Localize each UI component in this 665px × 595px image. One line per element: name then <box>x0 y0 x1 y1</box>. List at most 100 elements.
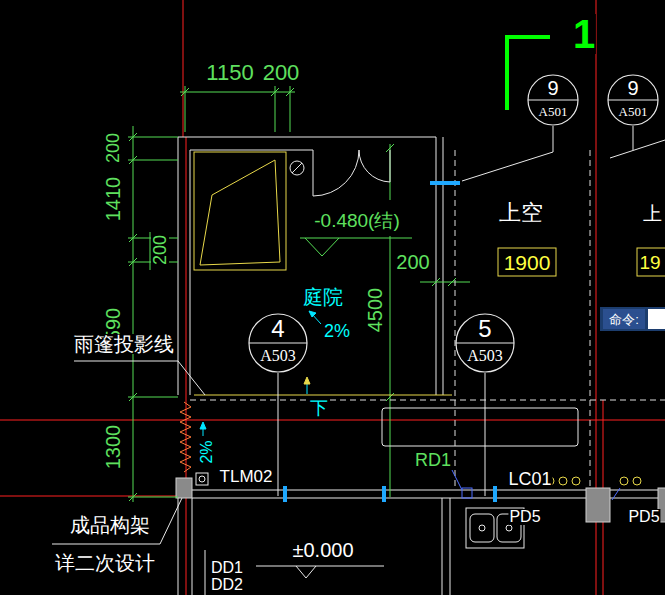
detail-callout: 9A501 <box>527 74 579 126</box>
elevation-box <box>637 248 665 276</box>
wall-pier <box>176 478 665 522</box>
wall-line <box>450 498 451 595</box>
wall-line <box>192 498 586 499</box>
fixture <box>196 473 208 485</box>
room-name: 庭院 <box>302 287 344 307</box>
pipe-symbol <box>572 477 580 485</box>
fixture <box>470 514 494 542</box>
axis-line <box>0 496 176 497</box>
cut-mark <box>430 181 460 185</box>
leader-line <box>74 361 205 395</box>
drain-spring <box>180 402 191 472</box>
rain-drain <box>452 470 620 500</box>
command-bar <box>603 309 645 329</box>
door-swing <box>292 163 302 173</box>
wall-line <box>192 498 193 595</box>
detail-callout: 5A503 <box>455 313 515 373</box>
level-text: ±0.000 <box>291 540 354 560</box>
door-tag: DD2 <box>210 577 244 593</box>
rain-drain <box>612 488 620 500</box>
callout-leader <box>610 140 665 158</box>
door-swing <box>290 150 390 196</box>
room-name: 上 <box>642 204 663 223</box>
callout-leader <box>278 373 279 496</box>
sheet-number: A503 <box>260 348 296 364</box>
slope-text: 2% <box>199 439 215 464</box>
note-text: 详二次设计 <box>54 553 156 573</box>
cut-mark <box>493 486 497 502</box>
drain-spring <box>180 402 191 472</box>
elevation-box <box>498 248 556 276</box>
rain-drain <box>452 470 462 490</box>
fixture <box>296 566 316 578</box>
callout-number: 5 <box>478 317 491 341</box>
dimension-line <box>128 160 178 161</box>
callout-circle <box>528 75 578 125</box>
dimension-text: 200 <box>104 132 122 164</box>
wall-line <box>443 137 444 395</box>
dimension-line <box>128 86 470 502</box>
axis-line <box>0 420 665 421</box>
wall-line <box>178 498 179 595</box>
command-bar <box>648 309 665 329</box>
dimension-line <box>128 497 178 498</box>
wall-pier <box>586 488 610 522</box>
slope-arrow <box>309 311 316 317</box>
dimension-text: 4500 <box>365 287 385 334</box>
dimension-line <box>181 88 189 96</box>
callout-leader <box>462 152 553 181</box>
callout-circle <box>456 314 514 372</box>
note-text: 成品构架 <box>69 515 151 535</box>
window-tag: LC01 <box>507 470 552 488</box>
callout-leader <box>633 126 634 150</box>
pipe-tag: PD5 <box>508 509 541 525</box>
void-outline <box>590 150 591 488</box>
dimension-line <box>128 397 178 398</box>
fixture <box>479 525 485 531</box>
axis-line <box>186 137 187 595</box>
dimension-line <box>129 393 137 401</box>
slope-arrow <box>200 311 321 436</box>
dimension-line <box>390 236 391 497</box>
callout-leader <box>485 373 486 496</box>
door-swing <box>290 161 304 175</box>
command-bar <box>600 307 665 331</box>
door-swing <box>359 150 390 182</box>
dimension-line <box>180 92 295 93</box>
dimension-line <box>129 258 137 266</box>
callout-divider <box>456 343 514 344</box>
command-bar <box>600 307 665 331</box>
dimension-line <box>432 278 440 286</box>
elevation-text: 1900 <box>503 252 552 273</box>
fixture <box>205 550 206 595</box>
elevation-text: 19 <box>638 253 661 272</box>
dimension-text: 200 <box>262 62 301 84</box>
slope-arrow <box>200 422 206 429</box>
callout-leader <box>553 126 554 152</box>
dimension-line <box>129 493 137 501</box>
planter <box>194 152 452 395</box>
door-tag: TLM02 <box>219 468 274 485</box>
pipe-tag: PD5 <box>627 509 660 525</box>
dimension-line <box>286 88 294 96</box>
callout-number: 9 <box>627 78 638 98</box>
dimension-line <box>271 88 279 96</box>
callout-divider <box>608 100 658 101</box>
planter <box>200 160 280 265</box>
planter <box>194 395 452 396</box>
axis-line <box>183 0 184 137</box>
stair-text: 下 <box>309 399 329 417</box>
fixture <box>199 476 205 482</box>
callout-number: 9 <box>547 78 558 98</box>
pipe-symbol <box>620 477 628 485</box>
void-outline <box>190 400 665 401</box>
door-swing <box>390 150 391 182</box>
slope-text: 2% <box>323 322 351 340</box>
cut-mark <box>283 486 287 502</box>
drain-tag: RD1 <box>414 451 452 469</box>
dimension-text: 200 <box>395 252 430 272</box>
detail-callout: 4A503 <box>248 313 308 373</box>
sheet-number: A501 <box>619 105 648 118</box>
wall-line <box>610 498 665 499</box>
